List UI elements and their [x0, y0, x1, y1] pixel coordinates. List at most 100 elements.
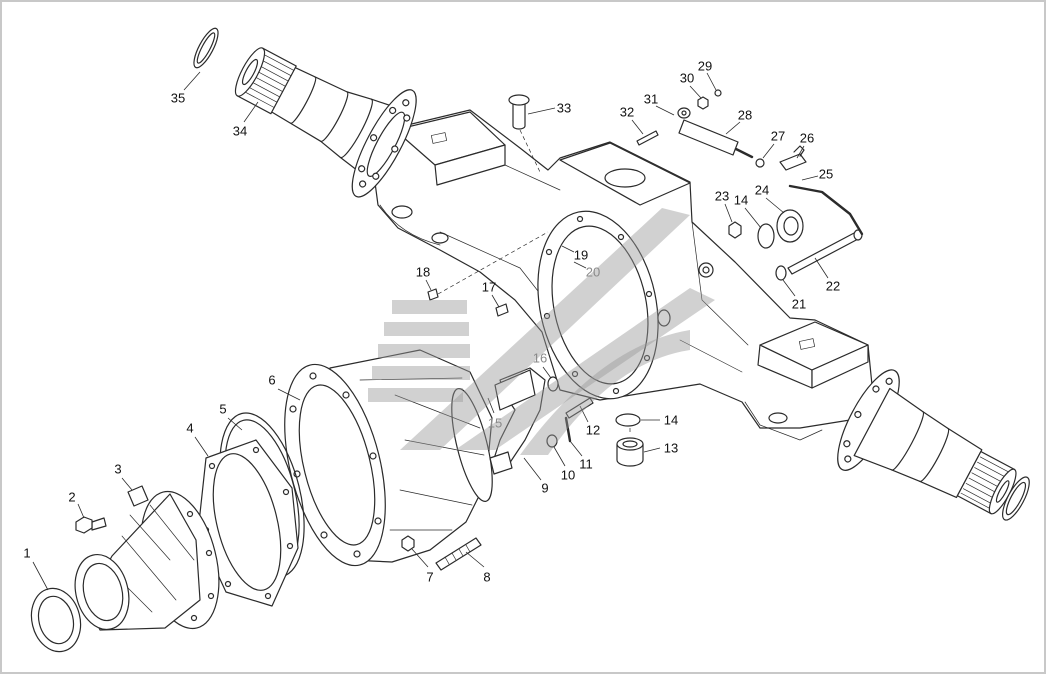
spindle-34-bore [241, 58, 259, 86]
hub-housing-ribs [109, 504, 195, 613]
watermark-bar-4 [372, 366, 470, 380]
part-21-ring [775, 265, 787, 281]
watermark-band-2 [455, 288, 715, 450]
hub-housing-bore [82, 562, 124, 622]
carrier-rear-ring [451, 388, 493, 502]
part-7-nut [401, 535, 415, 552]
part-31-fitting [677, 107, 691, 119]
left-spring-pad-front [434, 144, 506, 186]
carrier-ribs [359, 377, 485, 531]
part-13-plug [616, 437, 644, 467]
right-spring-pad-front [811, 344, 869, 389]
callout-29: 29 [698, 59, 712, 74]
part-14-o-ring-upper [757, 223, 775, 249]
hub-housing-boss [127, 485, 149, 507]
part-18-pin [427, 288, 439, 301]
callout-2: 2 [68, 490, 75, 505]
bracket-9-foot [489, 451, 513, 475]
carrier-flange-inner [298, 384, 376, 546]
watermark-bar-5 [368, 388, 463, 402]
gusset-hole-mid [431, 232, 449, 244]
callout-25: 25 [819, 167, 833, 182]
part-4-gasket [197, 439, 299, 607]
banjo-bolt-holes [543, 215, 653, 395]
callout-5: 5 [219, 402, 226, 417]
callout-26: 26 [800, 131, 814, 146]
callout-14-lower: 14 [664, 413, 678, 428]
callout-11: 11 [579, 457, 593, 472]
callout-22: 22 [826, 279, 840, 294]
part-6-carrier [284, 349, 493, 567]
part-2-bolt [75, 516, 107, 534]
part-3-hub-housing [74, 485, 220, 631]
housing-round-pad [698, 262, 714, 278]
part-11-pin [564, 416, 572, 443]
stud-8-threads [444, 544, 471, 565]
callout-7: 7 [426, 570, 433, 585]
part-9-bracket [489, 367, 546, 475]
left-pad-slot [430, 132, 448, 144]
fitting-31-hole [681, 110, 687, 116]
ring-35-inner [196, 32, 216, 64]
right-spindle [837, 369, 1030, 521]
part-33-bolt [508, 94, 530, 130]
callout-18: 18 [416, 265, 430, 280]
callout-8: 8 [483, 570, 490, 585]
gasket-opening [212, 453, 282, 591]
part-35-ring [193, 27, 219, 69]
part-23-fitting [728, 221, 742, 239]
callout-21: 21 [792, 297, 806, 312]
leader-lines [32, 71, 829, 591]
spindle-34-bands [290, 76, 373, 159]
carrier-flange-bolt-holes [289, 372, 382, 558]
callout-13: 13 [664, 441, 678, 456]
callout-10: 10 [561, 468, 575, 483]
cylinder-28-body [678, 119, 739, 156]
right-ring-inner [1005, 481, 1027, 516]
callout-23: 23 [715, 189, 729, 204]
housing-edge-lines [379, 164, 823, 441]
gusset-hole-left [391, 205, 413, 219]
bracket-9-block [494, 369, 536, 411]
part-12-stud [565, 397, 594, 419]
callout-31: 31 [644, 92, 658, 107]
watermark-bar-1 [392, 300, 467, 314]
callout-17: 17 [482, 280, 496, 295]
watermark-logo [368, 208, 715, 455]
callout-24: 24 [755, 183, 769, 198]
part-10-nut [546, 434, 558, 448]
part-24-plug [776, 209, 804, 243]
callout-9: 9 [541, 481, 548, 496]
watermark-swoosh [520, 330, 690, 455]
watermark-bar-2 [384, 322, 469, 336]
gusset-hole-right [768, 412, 788, 424]
callout-28: 28 [738, 108, 752, 123]
cylinder-28-rod [734, 147, 754, 159]
part-28-cylinder [678, 119, 754, 159]
part-26-clip [779, 145, 807, 171]
part-1-seal-ring [30, 587, 82, 653]
part-34-left-spindle [234, 47, 417, 198]
gasket-holes [202, 446, 294, 600]
callout-14-upper: 14 [734, 193, 748, 208]
callout-3: 3 [114, 462, 121, 477]
banjo-boss [657, 309, 671, 327]
right-spindle-spline-teeth [960, 456, 1013, 511]
watermark-band-1 [400, 208, 690, 450]
part-30-nut [697, 96, 709, 110]
right-spindle-bore [995, 480, 1010, 503]
stud-8-body [435, 537, 482, 571]
callout-34: 34 [233, 124, 247, 139]
banjo-ring-inner [551, 225, 649, 385]
callout-1: 1 [23, 546, 30, 561]
bolt-33-shank [512, 101, 526, 130]
assembly-lines [437, 129, 631, 432]
top-plate-hole [604, 168, 646, 188]
callout-6: 6 [268, 373, 275, 388]
callout-4: 4 [186, 421, 193, 436]
watermark-bar-3 [378, 344, 470, 358]
callout-labels: 1 2 3 4 5 6 7 8 9 10 11 12 13 14 14 15 1… [23, 59, 840, 585]
callout-16: 16 [533, 351, 547, 366]
part-32-pin [636, 130, 659, 146]
